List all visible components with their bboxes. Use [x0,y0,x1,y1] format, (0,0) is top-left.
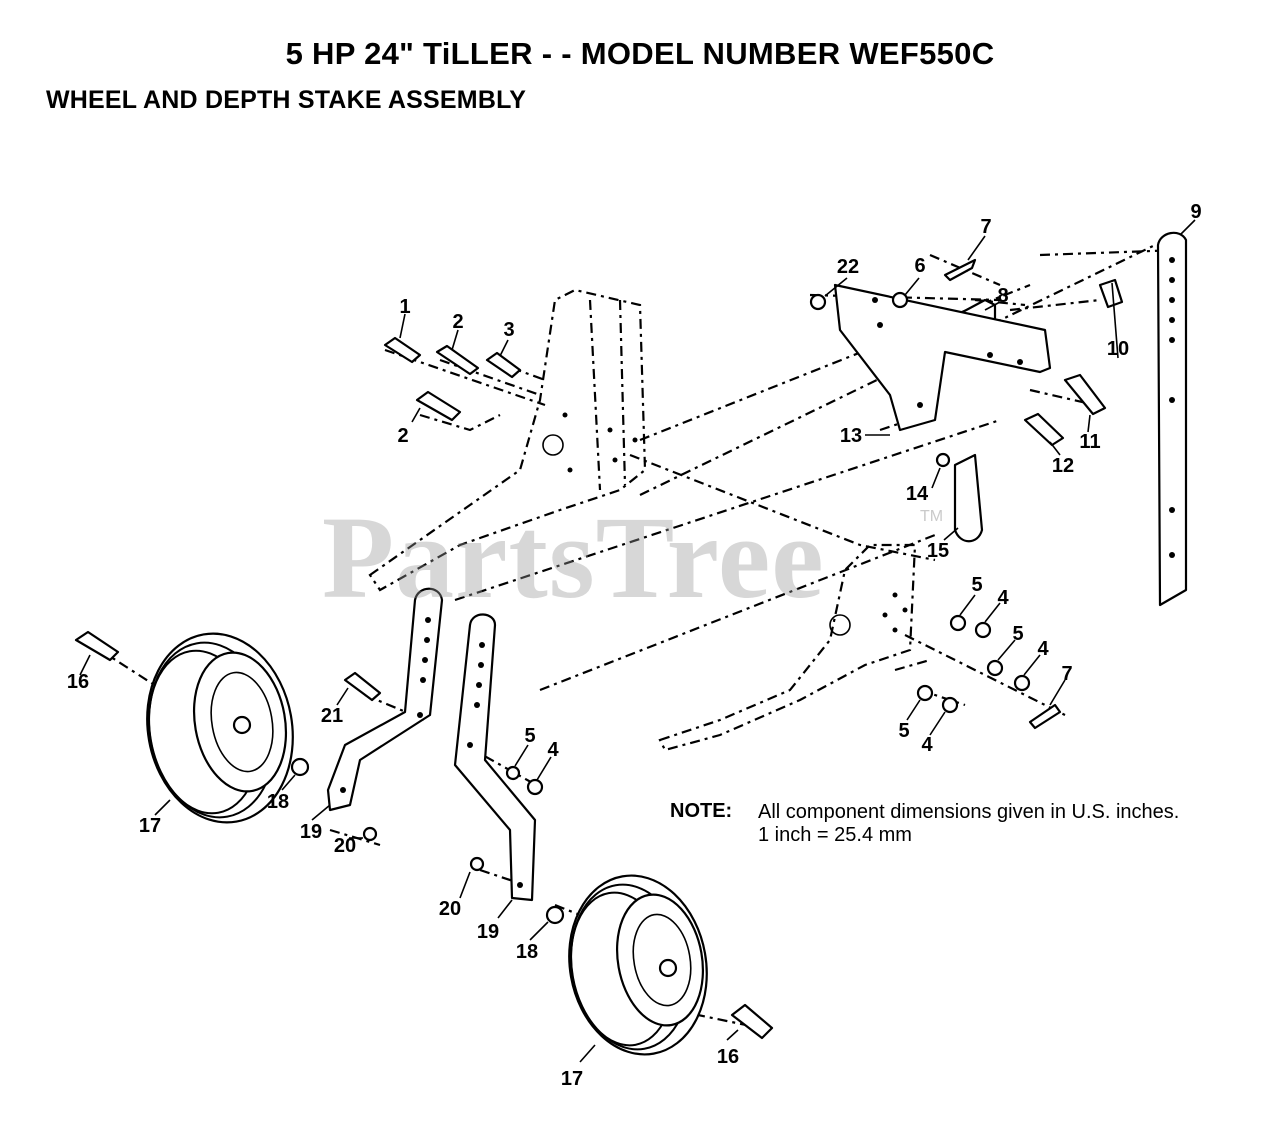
locknut-6 [891,291,909,309]
callout-numbers: 1 2 2 3 22 6 7 8 9 10 11 12 13 14 15 5 4… [67,201,1202,1090]
watermark-trademark: TM [920,508,944,525]
note-label: NOTE: [670,800,733,822]
fasteners-top [383,258,1124,447]
callout-4-right-a: 4 [997,587,1009,609]
right-tine-hood-frame [658,543,917,752]
callout-12: 12 [1052,455,1074,477]
callout-4-right-b: 4 [1037,638,1049,660]
fasteners-wheels [74,630,774,1040]
note-text-conversion: 1 inch = 25.4 mm [758,824,912,846]
callout-6: 6 [914,255,925,277]
callout-2-top: 2 [452,311,463,333]
callout-22: 22 [837,256,859,278]
nut-20-lower [469,856,485,872]
callout-9: 9 [1190,201,1201,223]
bolt-12 [1023,412,1065,447]
callout-7-top: 7 [980,216,991,238]
callout-18-upper: 18 [267,791,289,813]
callout-19-left: 19 [300,821,322,843]
washer-18-lower [545,905,565,925]
callout-16-upper: 16 [67,671,89,693]
nut-4-left [526,778,544,796]
bolt-16-upper [74,630,120,662]
callout-15: 15 [927,540,949,562]
depth-stake-lock-15 [953,453,984,543]
wheel-bracket-19-left [326,587,444,812]
callout-20-lower: 20 [439,898,461,920]
bolt-1 [383,336,422,364]
assembly-subtitle: WHEEL AND DEPTH STAKE ASSEMBLY [46,86,527,114]
callout-5-right-a: 5 [971,574,982,596]
callout-5-right-b: 5 [1012,623,1023,645]
callout-11: 11 [1079,431,1100,453]
callout-1: 1 [399,296,410,318]
callout-5-left: 5 [524,725,535,747]
nut-20-upper [362,826,378,842]
bolt-10 [1098,278,1124,309]
hitch-pin-14 [935,452,951,468]
callout-13: 13 [840,425,862,447]
note-text-dimensions: All component dimensions given in U.S. i… [758,801,1180,823]
callout-19-right: 19 [477,921,499,943]
wheel-bracket-19-right [453,613,537,902]
callout-leaders [79,219,1196,1063]
bolt-21 [343,671,382,702]
bolt-2-lower [415,390,462,422]
callout-8: 8 [997,285,1008,307]
callout-7-bottom: 7 [1061,663,1072,685]
bolt-11 [1063,373,1107,416]
callout-4-left: 4 [547,739,559,761]
callout-10: 10 [1107,338,1129,360]
page-title: 5 HP 24" TiLLER - - MODEL NUMBER WEF550C [285,36,995,71]
callout-5-right-c: 5 [898,720,909,742]
callout-20-upper: 20 [334,835,356,857]
callout-14: 14 [906,483,929,505]
callout-2-lower: 2 [397,425,408,447]
hairpin-clip-7-top [943,258,977,282]
bolt-3 [485,351,522,379]
wheel-17-lower [568,874,708,1056]
hairpin-clip-7-bottom [1028,703,1062,730]
washer-5-left [505,765,521,781]
callout-4-right-c: 4 [921,734,933,756]
washer-18-upper [290,757,310,777]
bolt-16-lower [730,1003,774,1040]
callout-16-lower: 16 [717,1046,739,1068]
callout-17-upper: 17 [139,815,161,837]
callout-3: 3 [503,319,514,341]
wheel-17-upper [146,632,294,824]
left-tine-hood-frame [368,288,647,592]
bolt-2-top [435,344,480,376]
locknut-22 [809,293,827,311]
callout-17-lower: 17 [561,1068,583,1090]
depth-stake-9 [1156,231,1188,607]
mounting-plate-13 [833,283,1052,432]
callout-18-lower: 18 [516,941,538,963]
partstree-watermark: PartsTree [322,492,825,623]
fasteners-right [916,614,1062,730]
callout-21: 21 [321,705,343,727]
